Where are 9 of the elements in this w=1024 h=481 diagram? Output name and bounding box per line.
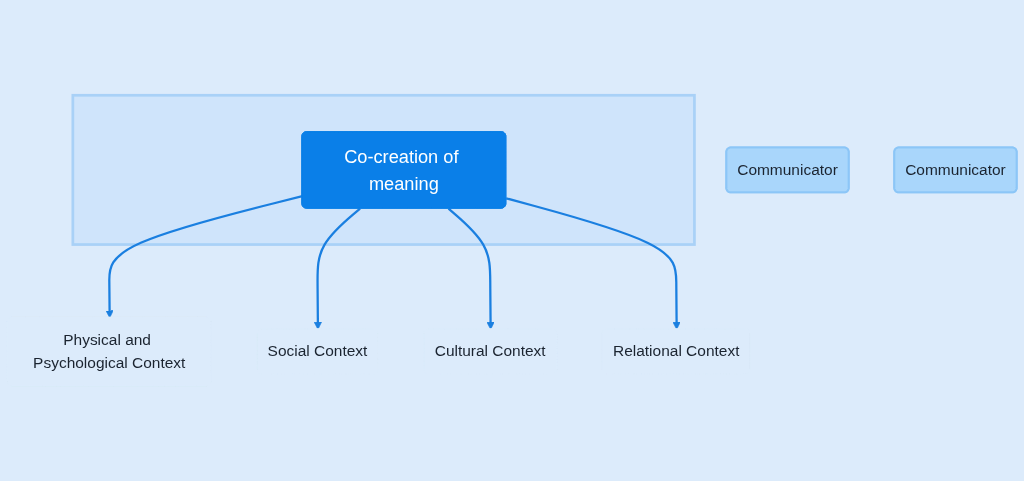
node-text: Social Context — [267, 342, 368, 360]
node-text: Physical and Psychological Context — [33, 331, 186, 372]
arrow — [505, 197, 681, 330]
arrow — [447, 207, 495, 330]
arrow — [313, 207, 361, 330]
cluster — [71, 93, 696, 246]
node-text: Relational Context — [613, 342, 740, 360]
node-text: Cultural Context — [434, 342, 546, 360]
arrow — [105, 195, 303, 319]
